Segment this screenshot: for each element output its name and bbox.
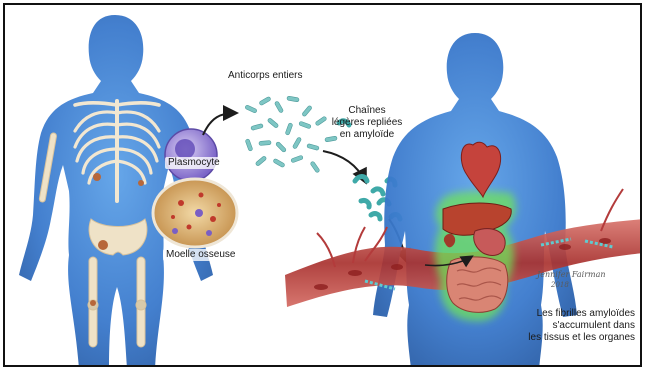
- label-light-chains-line-2: légères repliées: [323, 117, 411, 129]
- plasma-cell: [165, 129, 217, 181]
- arrow-plasma-to-antibodies: [203, 113, 235, 135]
- label-plasmocyte: Plasmocyte: [165, 157, 223, 169]
- artist-signature: Jennifer Fairman 2018: [537, 270, 606, 290]
- label-fibrils: Les fibrilles amyloïdes s'accumulent dan…: [485, 308, 635, 344]
- left-body: [19, 15, 237, 367]
- label-fibrils-line-1: Les fibrilles amyloïdes: [485, 308, 635, 320]
- artist-signature-year: 2018: [537, 280, 606, 290]
- label-light-chains-line-3: en amyloïde: [323, 129, 411, 141]
- label-fibrils-line-3: les tissus et les organes: [485, 332, 635, 344]
- label-bone-marrow: Moelle osseuse: [163, 249, 238, 261]
- bone-marrow-magnified: [153, 179, 237, 247]
- label-light-chains-line-1: Chaînes: [323, 105, 411, 117]
- intestines: [447, 257, 508, 312]
- label-fibrils-line-2: s'accumulent dans: [485, 320, 635, 332]
- label-light-chains: Chaînes légères repliées en amyloïde: [323, 105, 411, 141]
- artist-signature-name: Jennifer Fairman: [537, 270, 606, 280]
- label-antibodies: Anticorps entiers: [228, 70, 302, 82]
- illustration-frame: Anticorps entiers Plasmocyte Moelle osse…: [3, 3, 642, 367]
